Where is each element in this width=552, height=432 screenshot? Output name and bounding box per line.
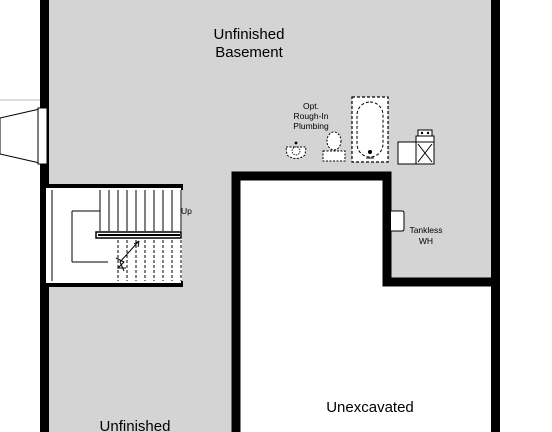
stairwell <box>46 184 183 287</box>
unexcavated-area <box>241 181 382 432</box>
bathtub-icon <box>351 96 389 163</box>
toilet-icon <box>322 131 346 162</box>
window-well <box>0 99 48 165</box>
unfinished-basement-label-2: Basement <box>215 44 283 61</box>
sink-icon <box>285 141 307 159</box>
stairs-up-label: Up <box>181 206 192 216</box>
unexcavated-label: Unexcavated <box>326 399 414 416</box>
unfinished-basement-label-1: Unfinished <box>214 26 285 43</box>
tankless-label-2: WH <box>419 236 433 246</box>
unexcavated-area-east <box>382 287 491 432</box>
water-heater-icon <box>391 210 405 232</box>
rough-in-label-3: Plumbing <box>293 121 329 131</box>
rough-in-label-2: Rough-In <box>294 111 329 121</box>
left-exterior-wall <box>40 0 49 432</box>
tankless-label-1: Tankless <box>409 225 442 235</box>
rough-in-fixtures <box>285 96 389 163</box>
unfinished-lower-label: Unfinished <box>100 418 171 432</box>
stair-direction-arrow <box>115 240 140 272</box>
washer-dryer-icon <box>397 129 435 165</box>
rough-in-label-1: Opt. <box>303 101 319 111</box>
unexcavated-walls <box>231 171 497 432</box>
right-exterior-wall <box>491 0 500 432</box>
